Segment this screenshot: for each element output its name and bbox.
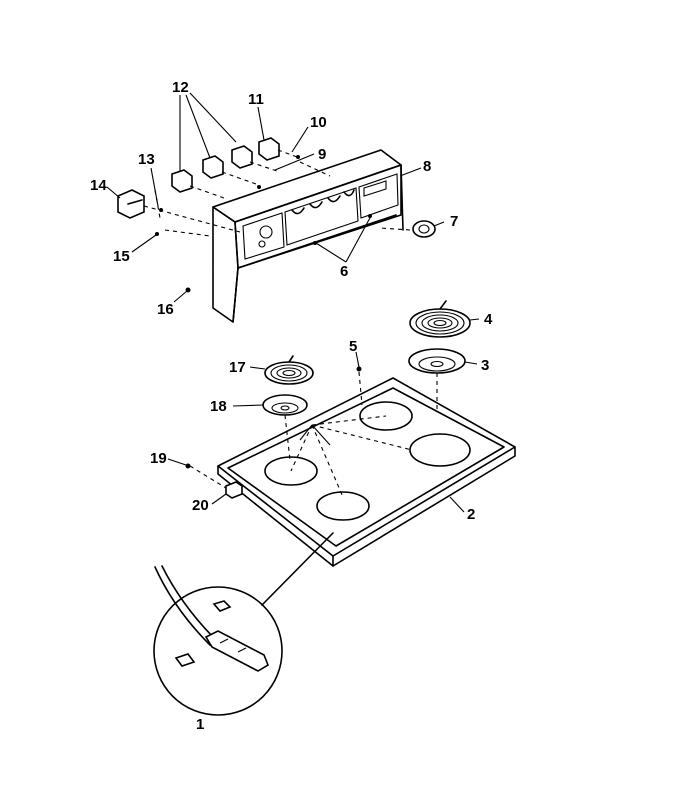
drip-pan-large bbox=[408, 348, 466, 374]
callout-9: 9 bbox=[318, 146, 326, 163]
callout-12: 12 bbox=[172, 79, 189, 96]
detail-inset bbox=[153, 532, 334, 716]
callout-17: 17 bbox=[229, 359, 246, 376]
callout-14: 14 bbox=[90, 177, 107, 194]
callout-8: 8 bbox=[423, 158, 431, 175]
element-receptacle-part bbox=[225, 481, 243, 499]
callout-16: 16 bbox=[157, 301, 174, 318]
callout-15: 15 bbox=[113, 248, 130, 265]
callout-11: 11 bbox=[248, 91, 264, 108]
cooktop bbox=[217, 377, 516, 567]
callout-3: 3 bbox=[481, 357, 489, 374]
assembly-lines-panel bbox=[143, 149, 411, 237]
callout-2: 2 bbox=[467, 506, 475, 523]
drip-pan-small bbox=[262, 394, 308, 416]
assembly-lines-cooktop bbox=[189, 371, 438, 489]
callout-10: 10 bbox=[310, 114, 327, 131]
callout-13: 13 bbox=[138, 151, 155, 168]
surface-element-large bbox=[409, 300, 471, 338]
callout-19: 19 bbox=[150, 450, 167, 467]
push-button-switch bbox=[117, 189, 145, 219]
clock-knob bbox=[412, 220, 436, 238]
surface-element-small bbox=[264, 355, 314, 385]
callout-labels: 12 11 10 9 8 13 14 7 15 6 16 4 5 3 17 18… bbox=[90, 79, 493, 733]
callout-7: 7 bbox=[450, 213, 458, 230]
callout-20: 20 bbox=[192, 497, 209, 514]
leader-lines bbox=[106, 92, 480, 513]
callout-18: 18 bbox=[210, 398, 227, 415]
control-panel-backguard bbox=[212, 149, 404, 323]
infinite-switch-knobs bbox=[171, 137, 280, 193]
callout-5: 5 bbox=[349, 338, 357, 355]
knob-slot bbox=[258, 189, 355, 248]
callout-1: 1 bbox=[196, 716, 204, 733]
callout-6: 6 bbox=[340, 263, 348, 280]
callout-4: 4 bbox=[484, 311, 493, 328]
